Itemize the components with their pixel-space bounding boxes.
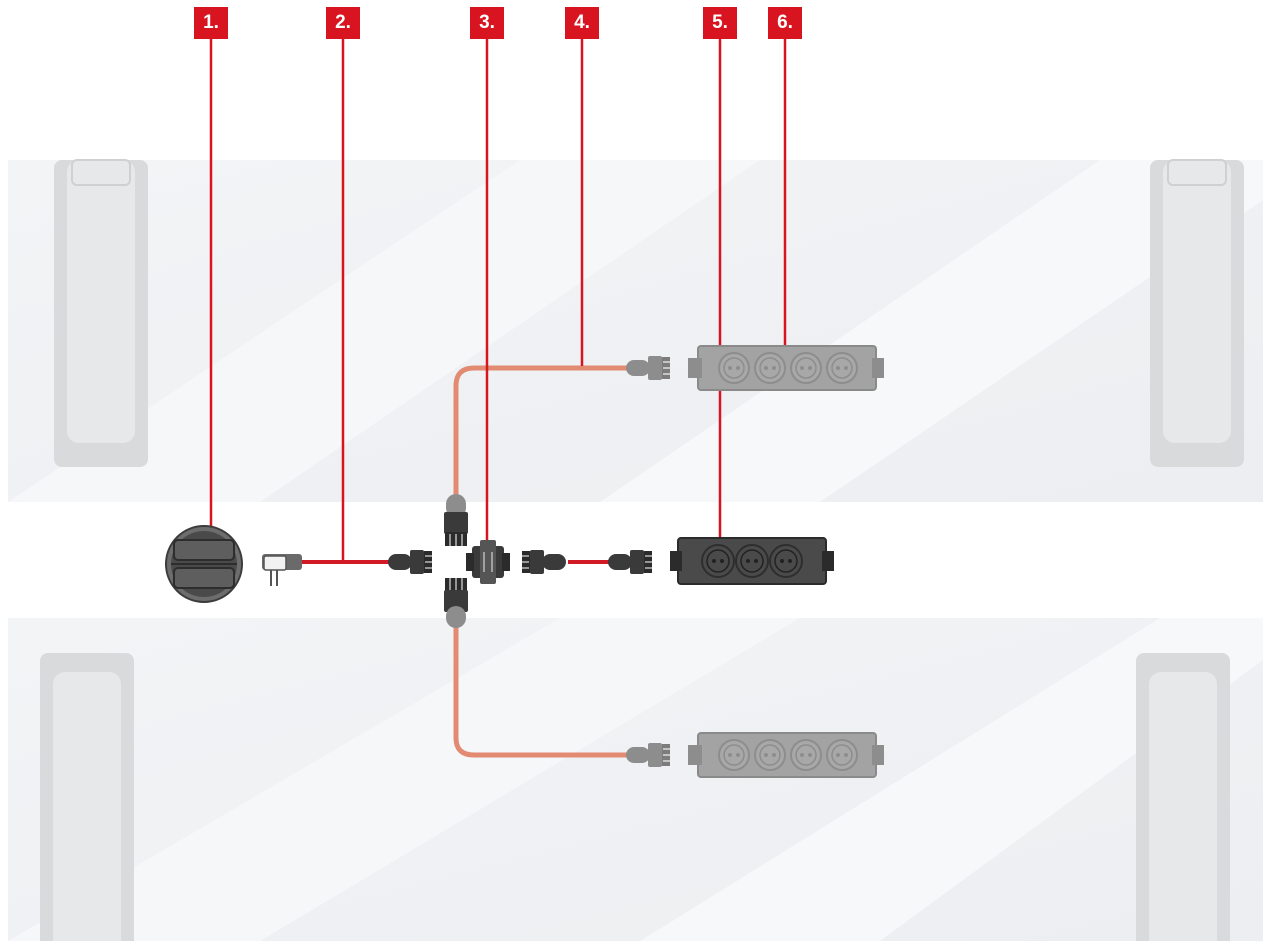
- upper-desk: [8, 159, 1263, 502]
- schuko-plug: [262, 554, 302, 586]
- callout-1: 1.: [194, 7, 228, 39]
- callout-4: 4.: [565, 7, 599, 39]
- lower-branch-connector: [444, 578, 468, 628]
- floor-socket: [165, 525, 243, 603]
- extension-cables: [453, 365, 633, 758]
- distribution-junction: [466, 540, 510, 584]
- callout-2: 2.: [326, 7, 360, 39]
- lower-desk: [8, 618, 1263, 941]
- callout-leaders: [209, 39, 787, 560]
- callout-3: 3.: [470, 7, 504, 39]
- power-strip-lower: [688, 732, 884, 778]
- power-strip-upper: [688, 345, 884, 391]
- callout-6: 6.: [768, 7, 802, 39]
- upper-branch-connector: [444, 494, 468, 546]
- main-plug-connector: [387, 549, 433, 575]
- lower-extension-cable: [453, 619, 633, 758]
- junction-right-connector: [521, 549, 567, 575]
- callout-5: 5.: [703, 7, 737, 39]
- upper-extension-cable: [453, 365, 633, 503]
- strip-plug-connector: [607, 549, 653, 575]
- power-strip-3-socket: [670, 537, 834, 585]
